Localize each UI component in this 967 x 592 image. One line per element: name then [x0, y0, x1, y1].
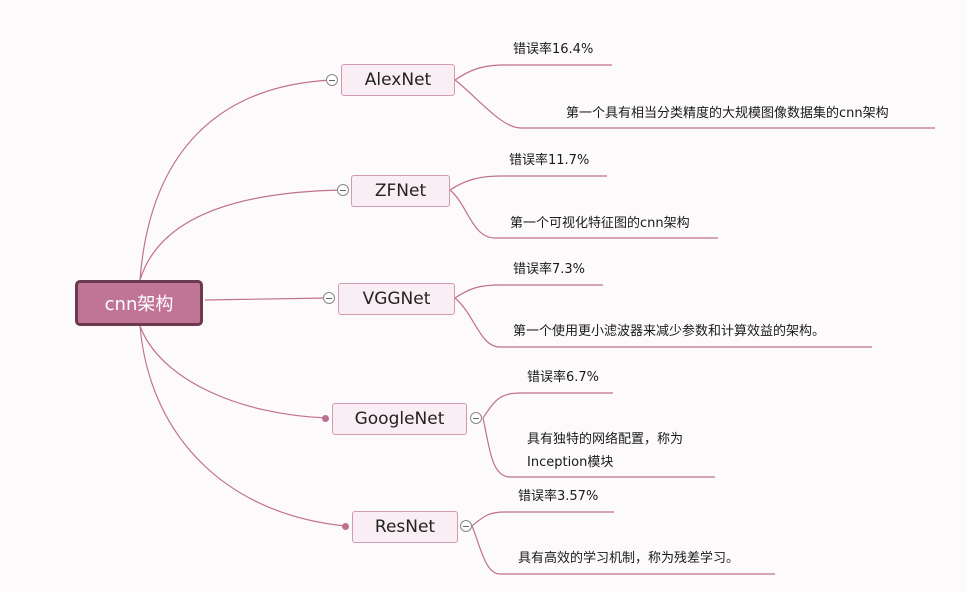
connector-alexnet [139, 79, 334, 281]
node-resnet[interactable]: ResNet [352, 511, 458, 543]
connector-googlenet [139, 325, 329, 419]
root-node[interactable]: cnn架构 [75, 280, 203, 326]
connector-googlenet-leaf-1 [482, 392, 613, 419]
connector-zfnet-leaf-1 [449, 175, 607, 191]
connector-resnet-leaf-1 [471, 511, 614, 527]
connector-googlenet-leaf-2 [482, 417, 715, 478]
collapse-icon[interactable] [470, 412, 482, 424]
leaf-vggnet-desc[interactable]: 第一个使用更小滤波器来减少参数和计算效益的架构。 [513, 324, 826, 339]
collapse-icon[interactable] [323, 292, 335, 304]
leaf-googlenet-desc-line2[interactable]: Inception模块 [527, 455, 614, 470]
collapse-icon[interactable] [460, 520, 472, 532]
connector-alexnet-leaf-1 [454, 64, 612, 81]
leaf-googlenet-error[interactable]: 错误率6.7% [527, 370, 600, 385]
collapse-icon[interactable] [326, 74, 338, 86]
collapse-icon[interactable] [337, 184, 349, 196]
leaf-zfnet-error[interactable]: 错误率11.7% [509, 153, 590, 168]
leaf-zfnet-desc[interactable]: 第一个可视化特征图的cnn架构 [510, 216, 690, 231]
node-vggnet[interactable]: VGGNet [338, 283, 455, 315]
branch-dot [342, 523, 349, 530]
connector-vggnet-leaf-2 [454, 297, 872, 348]
leaf-alexnet-error[interactable]: 错误率16.4% [513, 42, 594, 57]
connector-resnet-leaf-2 [471, 525, 775, 575]
connector-alexnet-leaf-2 [454, 79, 935, 129]
node-alexnet[interactable]: AlexNet [341, 64, 455, 96]
connector-zfnet-leaf-2 [449, 189, 718, 239]
leaf-vggnet-error[interactable]: 错误率7.3% [513, 262, 586, 277]
connector-vggnet [204, 297, 330, 301]
node-googlenet[interactable]: GoogleNet [332, 403, 467, 435]
connector-zfnet [139, 189, 343, 281]
leaf-resnet-desc[interactable]: 具有高效的学习机制，称为残差学习。 [518, 551, 740, 566]
connector-vggnet-leaf-1 [454, 284, 603, 299]
leaf-googlenet-desc-line1[interactable]: 具有独特的网络配置，称为 [527, 432, 684, 447]
leaf-alexnet-desc[interactable]: 第一个具有相当分类精度的大规模图像数据集的cnn架构 [566, 106, 889, 121]
leaf-resnet-error[interactable]: 错误率3.57% [518, 489, 599, 504]
branch-dot [322, 415, 329, 422]
node-zfnet[interactable]: ZFNet [351, 175, 450, 207]
connector-resnet [139, 325, 347, 527]
